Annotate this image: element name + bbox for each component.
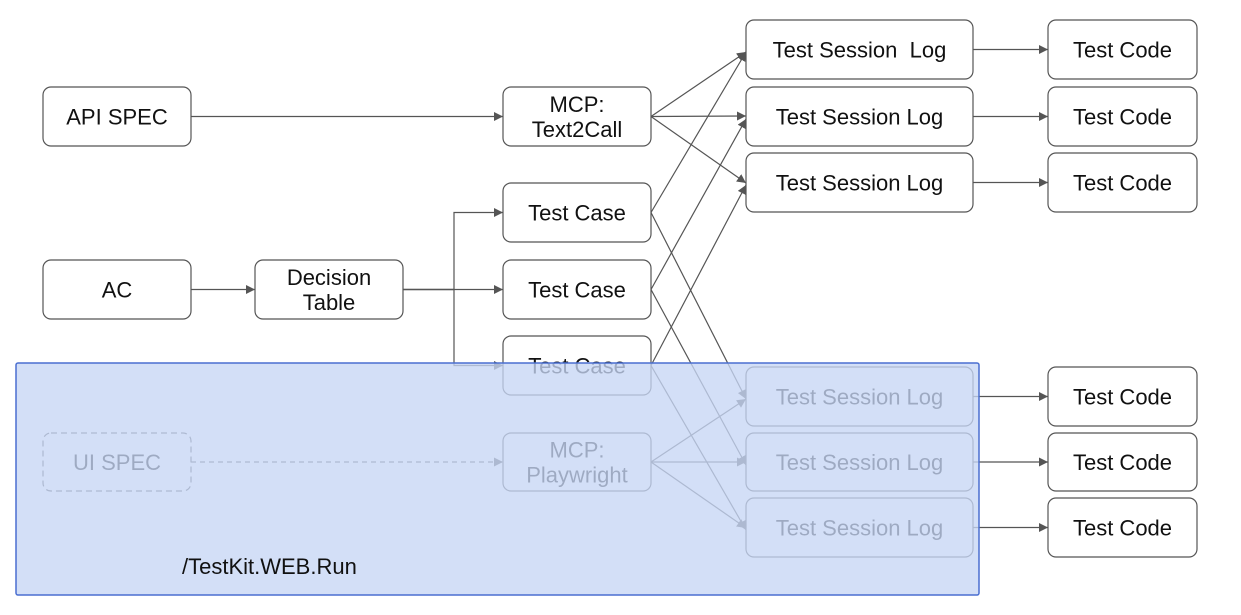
node-label: Test Code [1073,385,1172,410]
edge-test-case-3-to-log-3 [650,184,747,366]
node-code-3: Test Code [1047,152,1198,213]
edge-decision-table-to-test-case-3 [403,288,503,370]
node-label: Table [303,290,356,315]
node-label: Test Code [1073,38,1172,63]
edge-decision-table-to-test-case-1 [403,208,503,291]
node-label: AC [102,278,133,303]
node-label: Test Session Log [776,171,944,196]
node-box [502,182,652,243]
node-label: MCP: [550,92,605,117]
web-run-overlay-label: /TestKit.WEB.Run [182,554,357,579]
node-mcp-text2call: MCP:Text2Call [502,86,652,147]
node-code-2: Test Code [1047,86,1198,147]
edge-mcp-text2call-to-log-3 [650,116,747,184]
overlay-layer: /TestKit.WEB.Run [15,362,980,596]
node-log-2: Test Session Log [745,86,974,147]
node-box [42,86,192,147]
node-test-case-1: Test Case [502,182,652,243]
node-code-4: Test Code [1047,366,1198,427]
node-box [1047,19,1198,80]
web-run-overlay [15,362,980,596]
node-box [745,19,974,80]
edge-mcp-text2call-to-log-1 [650,51,747,117]
node-box [1047,432,1198,492]
node-label: Decision [287,265,371,290]
node-label: Test Case [528,278,626,303]
node-box [502,86,652,147]
node-label: Test Code [1073,105,1172,130]
edge-test-case-2-to-log-2 [650,118,747,290]
edge-mcp-text2call-to-log-2 [650,111,747,121]
node-test-case-2: Test Case [502,259,652,320]
node-box [254,259,404,320]
node-box [745,86,974,147]
node-code-6: Test Code [1047,497,1198,558]
node-api-spec: API SPEC [42,86,192,147]
node-log-1: Test Session Log [745,19,974,80]
edge-test-case-1-to-log-1 [650,51,747,213]
node-box [42,259,192,320]
node-label: Test Case [528,201,626,226]
node-label: Text2Call [532,117,622,142]
node-log-3: Test Session Log [745,152,974,213]
node-code-5: Test Code [1047,432,1198,492]
node-code-1: Test Code [1047,19,1198,80]
node-box [502,259,652,320]
node-box [1047,366,1198,427]
node-ac: AC [42,259,192,320]
node-box [1047,86,1198,147]
node-label: Test Code [1073,450,1172,475]
node-label: Test Session Log [776,105,944,130]
node-box [745,152,974,213]
node-label: Test Code [1073,516,1172,541]
node-label: Test Code [1073,171,1172,196]
node-label: Test Session Log [773,38,947,63]
node-label: API SPEC [66,105,168,130]
node-box [1047,497,1198,558]
node-box [1047,152,1198,213]
